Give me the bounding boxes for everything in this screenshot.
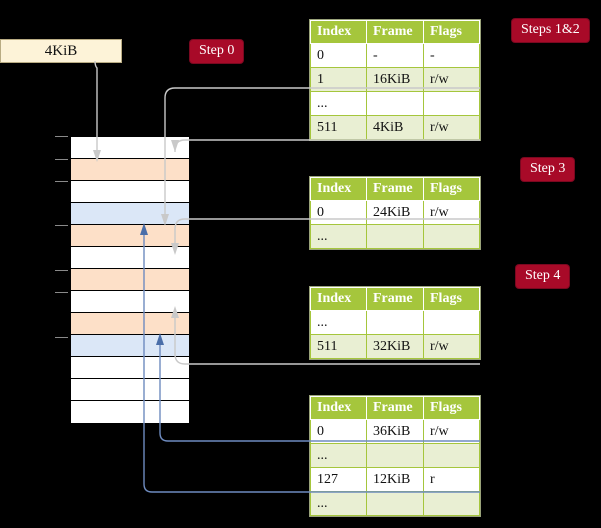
- table-row-highlighted: 511 4KiB r/w: [310, 115, 480, 140]
- wire-l4-511-to-frame: [174, 139, 480, 152]
- wire-l3-0-to-frame: [174, 218, 480, 243]
- wire-l1-127-to-frame: [143, 235, 480, 493]
- cell-index: 511: [310, 115, 367, 140]
- cell-frame: [366, 91, 424, 116]
- cell-flags: [423, 310, 480, 335]
- steps-1-2-badge: Steps 1&2: [512, 19, 589, 42]
- table-row: 0 36KiB r/w: [310, 419, 480, 444]
- cell-index: 511: [310, 334, 367, 359]
- memory-frame-row: [71, 247, 189, 269]
- cell-frame: 32KiB: [366, 334, 424, 359]
- level3-page-table: Index Frame Flags 0 24KiB r/w ...: [310, 177, 480, 249]
- frame-tick: [55, 270, 68, 271]
- cell-flags: r/w: [423, 115, 480, 140]
- step-0-badge: Step 0: [190, 40, 244, 63]
- cell-flags: [423, 443, 480, 468]
- cell-frame: 36KiB: [366, 419, 424, 444]
- table-row: ...: [310, 310, 480, 335]
- memory-frame-row: [71, 181, 189, 203]
- table-row: 0 - -: [310, 43, 480, 68]
- step-4-badge: Step 4: [516, 265, 570, 288]
- memory-frame-row: [71, 225, 189, 247]
- col-header-flags: Flags: [423, 20, 480, 44]
- cell-frame: 12KiB: [366, 467, 424, 492]
- frame-tick: [55, 159, 68, 160]
- memory-frame-row: [71, 291, 189, 313]
- cell-index: 127: [310, 467, 367, 492]
- table-row: ...: [310, 491, 480, 516]
- wire-l2-511-to-frame: [174, 318, 480, 365]
- level1-page-table: Index Frame Flags 0 36KiB r/w ... 127 12…: [310, 396, 480, 516]
- cell-index: 0: [310, 43, 367, 68]
- cell-flags: [423, 224, 480, 249]
- cell-flags: r/w: [423, 334, 480, 359]
- arrowhead-down: [161, 214, 169, 226]
- arrowhead-down: [171, 140, 179, 152]
- wire-l1-0-to-frame: [159, 345, 480, 442]
- level2-page-table: Index Frame Flags ... 511 32KiB r/w: [310, 287, 480, 359]
- cell-frame: [366, 224, 424, 249]
- col-header-flags: Flags: [423, 287, 480, 311]
- frame-tick: [55, 292, 68, 293]
- cell-flags: r/w: [423, 419, 480, 444]
- col-header-flags: Flags: [423, 177, 480, 201]
- arrowhead-up: [140, 223, 148, 235]
- cell-index: 0: [310, 419, 367, 444]
- physical-memory-frames: [70, 136, 190, 424]
- frame-tick: [55, 136, 68, 137]
- memory-frame-row: [71, 203, 189, 225]
- memory-frame-row: [71, 313, 189, 335]
- frame-tick: [55, 225, 68, 226]
- cell-frame: [366, 443, 424, 468]
- arrowhead-up: [171, 306, 179, 318]
- cell-index: ...: [310, 224, 367, 249]
- arrowhead-up: [156, 333, 164, 345]
- cell-index: ...: [310, 310, 367, 335]
- cell-flags: r/w: [423, 200, 480, 225]
- step-3-badge: Step 3: [521, 158, 575, 181]
- col-header-frame: Frame: [366, 177, 424, 201]
- cell-index: ...: [310, 443, 367, 468]
- col-header-frame: Frame: [366, 20, 424, 44]
- memory-frame-row: [71, 137, 189, 159]
- memory-frame-row: [71, 269, 189, 291]
- cell-frame: -: [366, 43, 424, 68]
- table-row: ...: [310, 224, 480, 249]
- col-header-index: Index: [310, 396, 367, 420]
- cell-frame: 4KiB: [366, 115, 424, 140]
- table-row: ...: [310, 443, 480, 468]
- frame-tick: [55, 337, 68, 338]
- col-header-frame: Frame: [366, 396, 424, 420]
- col-header-index: Index: [310, 20, 367, 44]
- cell-frame: [366, 310, 424, 335]
- table-row: 127 12KiB r: [310, 467, 480, 492]
- arrowhead-down: [171, 243, 179, 255]
- table-row: 0 24KiB r/w: [310, 200, 480, 225]
- frame-tick: [55, 181, 68, 182]
- cell-flags: [423, 491, 480, 516]
- cell-index: ...: [310, 91, 367, 116]
- cell-index: 0: [310, 200, 367, 225]
- wire-vaddr-to-frame: [94, 60, 98, 150]
- table-row: 511 32KiB r/w: [310, 334, 480, 359]
- col-header-index: Index: [310, 287, 367, 311]
- memory-frame-row: [71, 159, 189, 181]
- arrowhead-down: [93, 150, 101, 162]
- virtual-address-frame-box: 4KiB: [0, 39, 122, 63]
- cell-flags: -: [423, 43, 480, 68]
- wire-step0-root: [164, 87, 480, 214]
- cell-frame: 24KiB: [366, 200, 424, 225]
